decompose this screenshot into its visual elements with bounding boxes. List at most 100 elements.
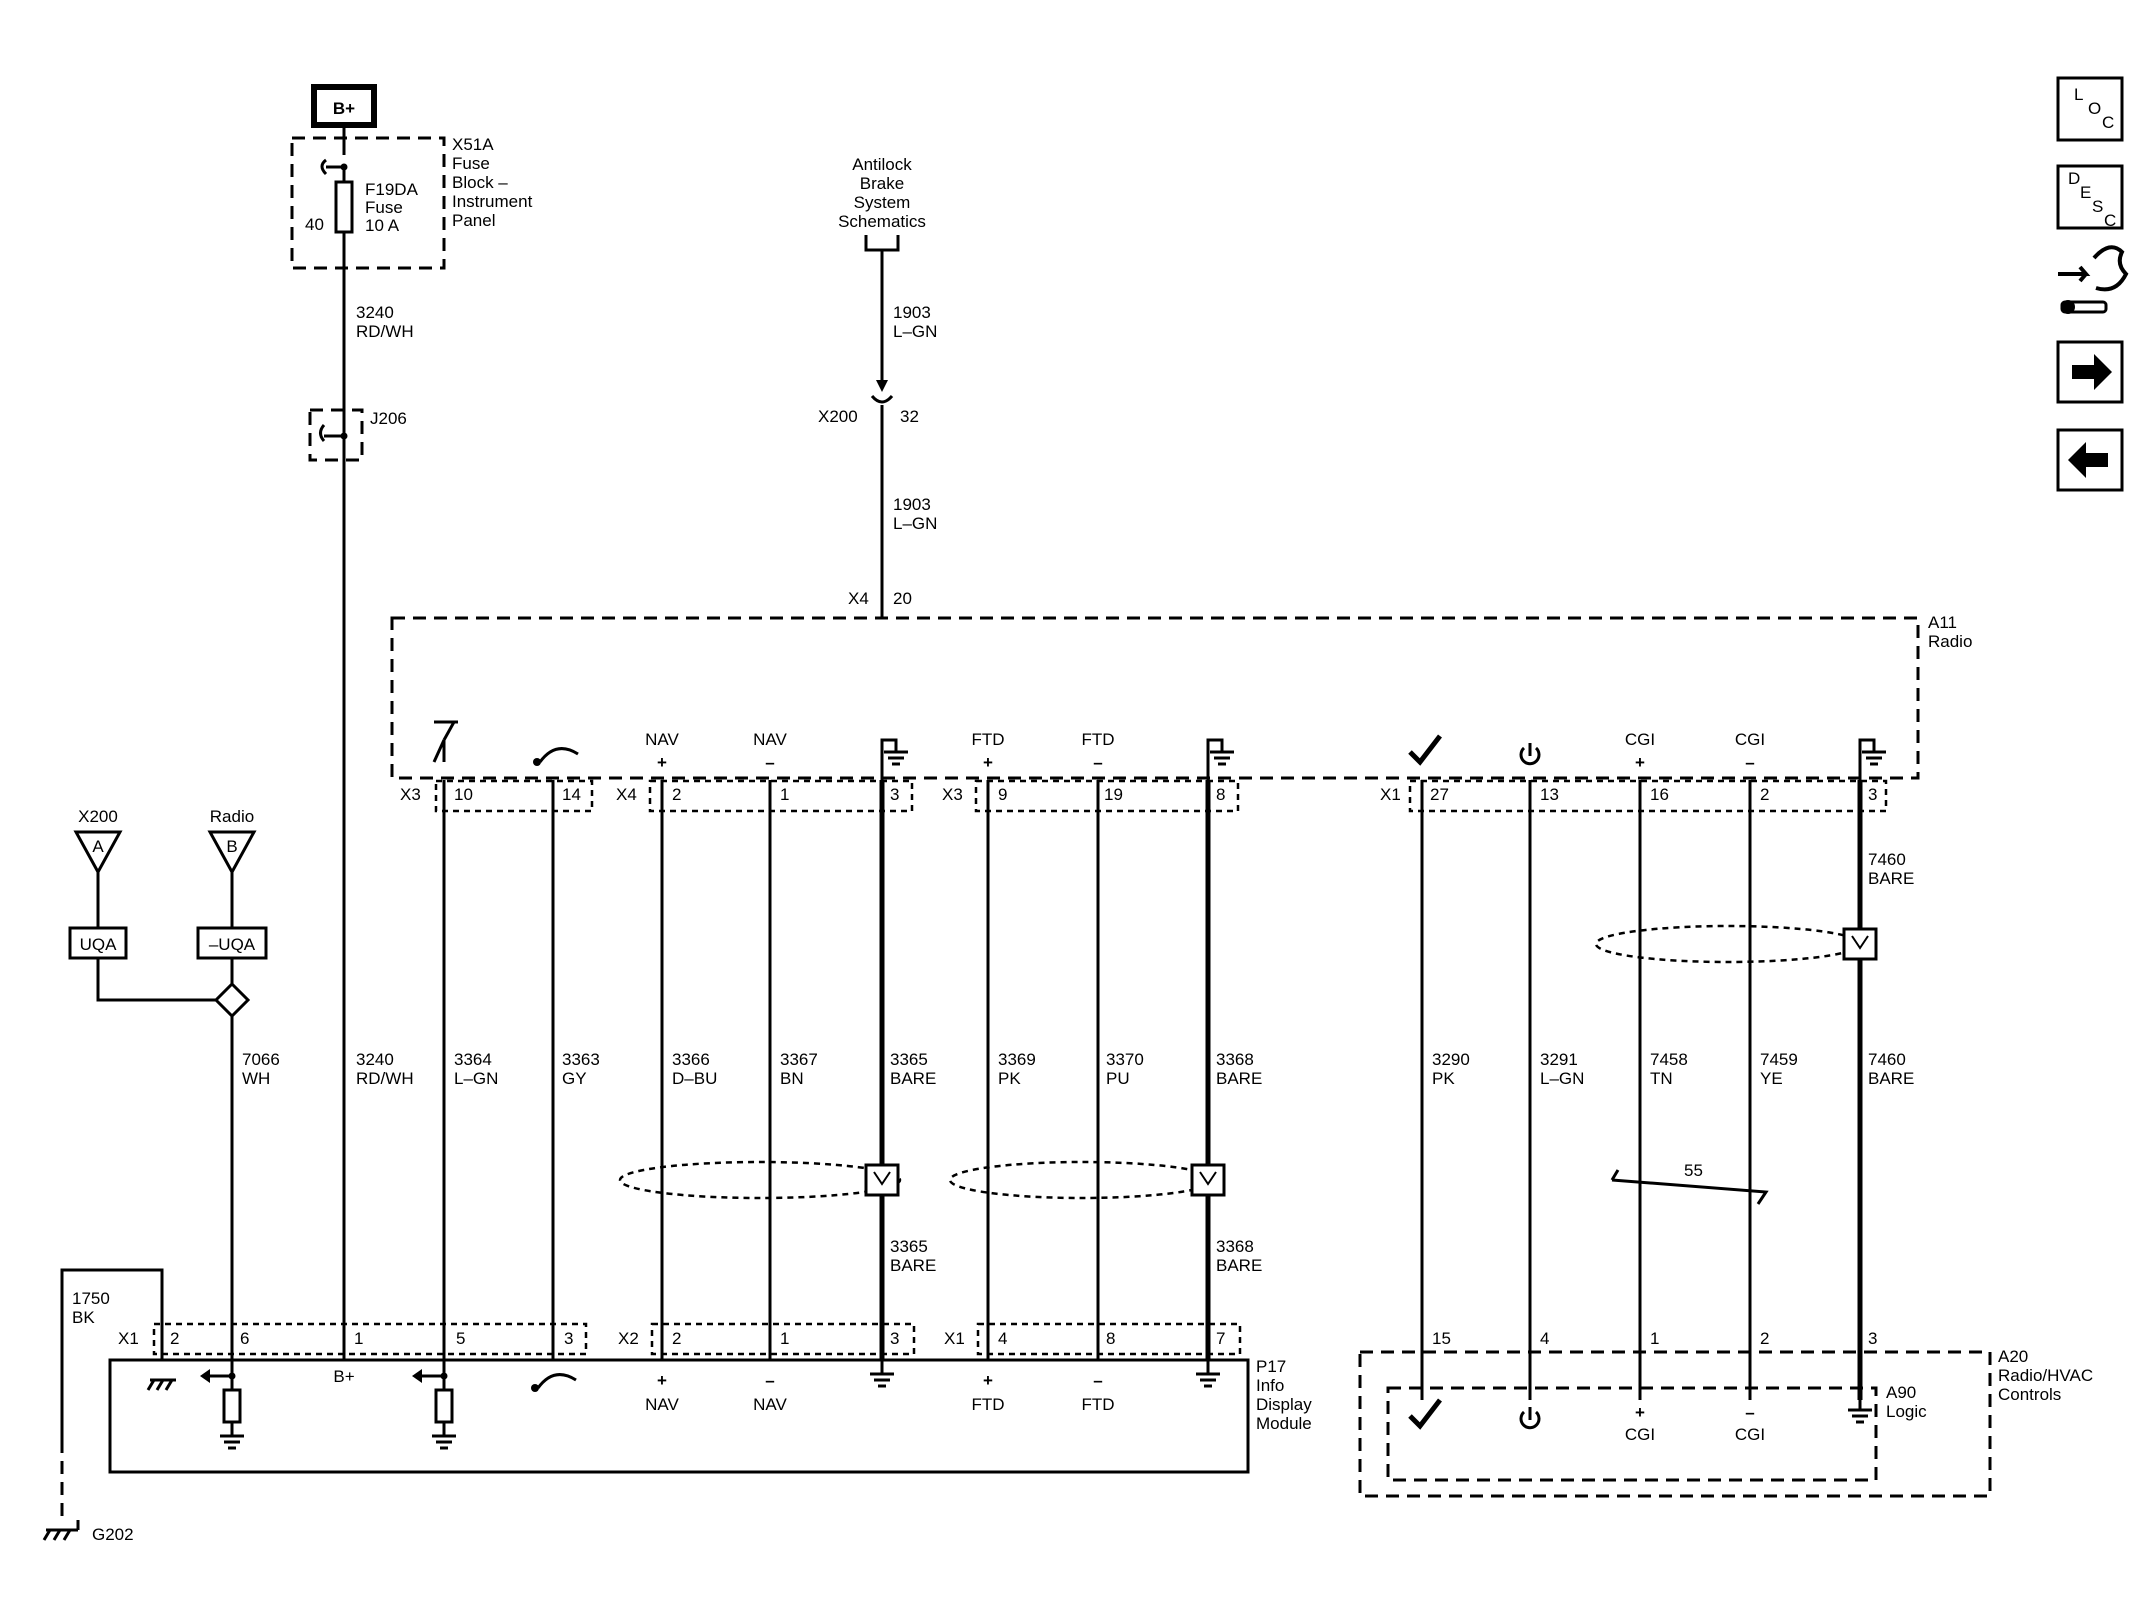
wire-7460: 7460 BARE 7460 BARE <box>1857 780 1914 1400</box>
svg-text:–: – <box>765 753 774 772</box>
svg-text:+: + <box>657 1371 667 1390</box>
svg-text:X1: X1 <box>118 1329 139 1348</box>
display-pulldown-resistor-5 <box>412 1360 456 1450</box>
svg-text:NAV: NAV <box>753 730 787 749</box>
wire-7458: 7458 TN <box>1638 780 1688 1400</box>
svg-text:1: 1 <box>354 1329 363 1348</box>
svg-text:NAV: NAV <box>645 730 679 749</box>
svg-text:20: 20 <box>893 589 912 608</box>
svg-text:3240: 3240 <box>356 1050 394 1069</box>
display-conn-x1b <box>976 1322 1242 1356</box>
svg-text:X2: X2 <box>618 1329 639 1348</box>
svg-text:15: 15 <box>1432 1329 1451 1348</box>
radio-conn-x3a <box>434 779 594 813</box>
location-button[interactable]: L O C <box>2056 76 2124 142</box>
svg-text:1903: 1903 <box>893 495 931 514</box>
svg-text:BARE: BARE <box>890 1256 936 1275</box>
svg-text:X1: X1 <box>1380 785 1401 804</box>
svg-text:System: System <box>854 193 911 212</box>
svg-text:14: 14 <box>562 785 581 804</box>
svg-text:Module: Module <box>1256 1414 1312 1433</box>
svg-text:7460: 7460 <box>1868 1050 1906 1069</box>
hvac-ground-icon <box>1848 1400 1872 1424</box>
svg-text:RD/WH: RD/WH <box>356 1069 414 1088</box>
svg-text:3: 3 <box>564 1329 573 1348</box>
svg-text:–UQA: –UQA <box>209 935 256 954</box>
svg-text:S: S <box>2092 197 2103 216</box>
svg-text:X1: X1 <box>944 1329 965 1348</box>
svg-text:3240: 3240 <box>356 303 394 322</box>
svg-text:3291: 3291 <box>1540 1050 1578 1069</box>
inline-connector-x200 <box>870 380 894 404</box>
fuse-f19da <box>334 180 354 234</box>
svg-text:Radio: Radio <box>210 807 254 826</box>
svg-text:3366: 3366 <box>672 1050 710 1069</box>
shield-nav-twisted-pair <box>618 1160 902 1200</box>
shield-ftd-twisted-pair <box>948 1160 1226 1200</box>
svg-text:BARE: BARE <box>1868 1069 1914 1088</box>
svg-text:6: 6 <box>240 1329 249 1348</box>
svg-text:CGI: CGI <box>1625 730 1655 749</box>
svg-text:3: 3 <box>1868 1329 1877 1348</box>
wire-3368: 3368 BARE 3368 BARE <box>1205 780 1262 1360</box>
svg-text:BARE: BARE <box>1868 869 1914 888</box>
display-ground-icon-x2 <box>870 1360 894 1388</box>
svg-text:X3: X3 <box>942 785 963 804</box>
wire-3366: 3366 D–BU <box>660 780 717 1360</box>
svg-text:L–GN: L–GN <box>893 514 937 533</box>
svg-text:+: + <box>1635 1403 1645 1422</box>
svg-text:FTD: FTD <box>1081 1395 1114 1414</box>
svg-text:3365: 3365 <box>890 1237 928 1256</box>
svg-text:X51A: X51A <box>452 135 494 154</box>
svg-text:C: C <box>2102 113 2114 132</box>
svg-text:3368: 3368 <box>1216 1237 1254 1256</box>
wire-3369: 3369 PK <box>986 780 1036 1360</box>
abs-schematic-reference[interactable]: Antilock Brake System Schematics <box>838 155 926 231</box>
svg-text:55: 55 <box>1684 1161 1703 1180</box>
diagnostic-tool-icon[interactable] <box>2058 245 2129 314</box>
svg-text:1903: 1903 <box>893 303 931 322</box>
svg-text:L: L <box>2074 85 2083 104</box>
svg-text:Antilock: Antilock <box>852 155 912 174</box>
svg-text:3370: 3370 <box>1106 1050 1144 1069</box>
svg-text:19: 19 <box>1104 785 1123 804</box>
svg-text:F19DA: F19DA <box>365 180 419 199</box>
svg-text:G202: G202 <box>92 1525 134 1544</box>
display-ground-icon-x1 <box>1196 1360 1220 1388</box>
svg-text:Controls: Controls <box>1998 1385 2061 1404</box>
svg-text:2: 2 <box>672 785 681 804</box>
previous-arrow-button[interactable] <box>2056 428 2124 492</box>
next-arrow-button[interactable] <box>2056 340 2124 404</box>
svg-text:7066: 7066 <box>242 1050 280 1069</box>
ground-g202: G202 <box>42 1520 134 1544</box>
display-module-outline <box>108 1358 1250 1474</box>
option-radio-branch: Radio B –UQA <box>196 807 268 1019</box>
radio-conn-x1 <box>1408 779 1888 813</box>
svg-text:CGI: CGI <box>1735 730 1765 749</box>
fuse-pin-label: 40 <box>305 215 324 234</box>
fuse-block-outline <box>290 136 446 270</box>
radio-ground-icon-x4 <box>880 738 908 795</box>
svg-text:7458: 7458 <box>1650 1050 1688 1069</box>
svg-text:2: 2 <box>672 1329 681 1348</box>
svg-text:X4: X4 <box>616 785 637 804</box>
svg-text:BARE: BARE <box>890 1069 936 1088</box>
svg-text:BARE: BARE <box>1216 1256 1262 1275</box>
wire-3364: 3364 L–GN <box>442 780 498 1360</box>
svg-text:3368: 3368 <box>1216 1050 1254 1069</box>
display-signal-icon <box>531 1373 577 1392</box>
svg-text:1: 1 <box>780 785 789 804</box>
svg-text:7460: 7460 <box>1868 850 1906 869</box>
twisted-pair-ref-55: 55 <box>1610 1161 1769 1205</box>
svg-text:1: 1 <box>1650 1329 1659 1348</box>
svg-text:+: + <box>983 753 993 772</box>
battery-plus-label: B+ <box>333 99 355 118</box>
svg-text:X4: X4 <box>848 589 869 608</box>
svg-text:1: 1 <box>780 1329 789 1348</box>
svg-text:16: 16 <box>1650 785 1669 804</box>
description-button[interactable]: D E S C <box>2056 164 2124 230</box>
svg-text:P17: P17 <box>1256 1357 1286 1376</box>
radio-switch-symbol <box>432 720 458 763</box>
svg-text:Block –: Block – <box>452 173 508 192</box>
